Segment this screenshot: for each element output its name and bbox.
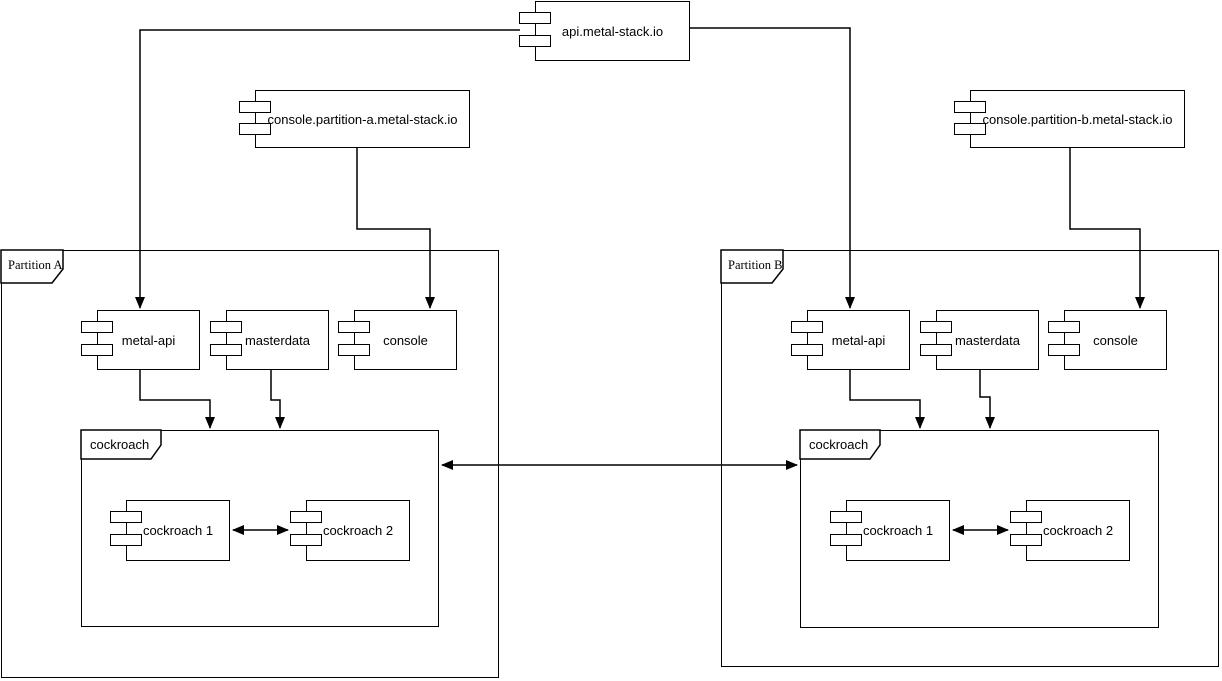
component-label: cockroach 1 <box>862 523 934 538</box>
component-api-metal-stack-io[interactable]: api.metal-stack.io <box>519 1 690 61</box>
component-port-icon <box>1048 321 1080 333</box>
component-label: metal-api <box>831 332 886 348</box>
component-label: console <box>1093 332 1138 348</box>
component-label: masterdata <box>954 332 1021 348</box>
component-port-icon <box>110 511 142 523</box>
component-port-icon <box>954 101 986 113</box>
partition-b-label: Partition B <box>728 258 783 272</box>
component-port-icon <box>210 321 242 333</box>
component-console-partition-a[interactable]: console.partition-a.metal-stack.io <box>239 90 470 148</box>
component-port-icon <box>920 344 952 356</box>
component-masterdata-b[interactable]: masterdata <box>920 310 1039 370</box>
component-port-icon <box>290 534 322 546</box>
edge-metal-api-a-to-cockroach-a[interactable] <box>139 370 215 429</box>
edge-masterdata-b-to-cockroach-b[interactable] <box>979 370 995 429</box>
component-label: console.partition-b.metal-stack.io <box>982 111 1173 127</box>
edge-console-b-to-console[interactable] <box>1069 148 1145 309</box>
component-label: api.metal-stack.io <box>561 23 664 39</box>
cockroach-group-a-frame[interactable] <box>81 430 439 627</box>
component-port-icon <box>1048 344 1080 356</box>
component-port-icon <box>338 344 370 356</box>
component-metal-api-a[interactable]: metal-api <box>81 310 200 370</box>
cockroach-group-a-tab <box>80 429 162 460</box>
component-port-icon <box>239 123 271 135</box>
component-port-icon <box>519 12 551 24</box>
component-port-icon <box>81 321 113 333</box>
edge-api-to-metal-api-a[interactable] <box>135 29 520 309</box>
component-port-icon <box>954 123 986 135</box>
component-cockroach2-b[interactable]: cockroach 2 <box>1010 500 1130 561</box>
component-port-icon <box>791 344 823 356</box>
edge-metal-api-b-to-cockroach-b[interactable] <box>849 370 925 429</box>
edge-console-a-to-console[interactable] <box>356 148 435 309</box>
component-label: console <box>383 332 428 348</box>
component-cockroach1-b[interactable]: cockroach 1 <box>830 500 950 561</box>
component-port-icon <box>1010 511 1042 523</box>
component-console-b[interactable]: console <box>1048 310 1167 370</box>
component-port-icon <box>830 534 862 546</box>
component-label: console.partition-a.metal-stack.io <box>267 111 458 127</box>
component-label: cockroach 2 <box>1042 523 1114 538</box>
cockroach-group-b-label: cockroach <box>809 437 869 452</box>
component-port-icon <box>920 321 952 333</box>
partition-a-label: Partition A <box>8 258 63 272</box>
component-cockroach2-a[interactable]: cockroach 2 <box>290 500 410 561</box>
component-metal-api-b[interactable]: metal-api <box>791 310 910 370</box>
component-port-icon <box>1010 534 1042 546</box>
component-port-icon <box>110 534 142 546</box>
component-cockroach1-a[interactable]: cockroach 1 <box>110 500 230 561</box>
component-label: cockroach 1 <box>142 523 214 538</box>
partition-b-tab <box>720 249 784 284</box>
cockroach-group-b-frame[interactable] <box>800 430 1159 628</box>
edge-masterdata-a-to-cockroach-a[interactable] <box>270 370 285 429</box>
component-label: masterdata <box>244 332 311 348</box>
component-port-icon <box>338 321 370 333</box>
component-label: cockroach 2 <box>322 523 394 538</box>
cockroach-group-a-label: cockroach <box>90 437 150 452</box>
partition-a-tab <box>0 249 64 284</box>
component-masterdata-a[interactable]: masterdata <box>210 310 329 370</box>
component-console-a[interactable]: console <box>338 310 457 370</box>
cockroach-group-b-tab <box>799 429 881 460</box>
component-label: metal-api <box>121 332 176 348</box>
component-port-icon <box>519 35 551 47</box>
component-port-icon <box>830 511 862 523</box>
component-console-partition-b[interactable]: console.partition-b.metal-stack.io <box>954 90 1185 148</box>
component-port-icon <box>210 344 242 356</box>
component-port-icon <box>239 101 271 113</box>
edge-api-to-metal-api-b[interactable] <box>690 27 855 309</box>
partition-b-frame[interactable] <box>721 250 1219 667</box>
component-port-icon <box>290 511 322 523</box>
component-port-icon <box>81 344 113 356</box>
component-port-icon <box>791 321 823 333</box>
